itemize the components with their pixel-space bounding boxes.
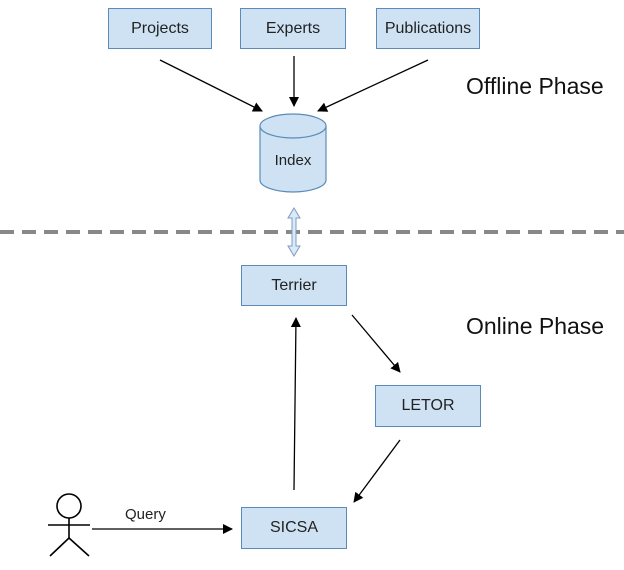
arrow-publications-to-index	[317, 59, 429, 112]
arrow-terrier-to-letor	[351, 314, 401, 373]
online-phase-label: Online Phase	[466, 313, 605, 339]
index-cylinder	[259, 113, 327, 193]
query-label: Query	[125, 506, 166, 523]
sicsa-box: SICSA	[241, 507, 347, 549]
terrier-box: Terrier	[241, 265, 347, 306]
experts-box: Experts	[240, 8, 346, 49]
publications-box: Publications	[376, 8, 480, 49]
index-terrier-connector	[287, 207, 301, 257]
index-label: Index	[275, 152, 312, 169]
offline-phase-label: Offline Phase	[466, 73, 604, 99]
letor-box: LETOR	[375, 385, 481, 427]
arrow-letor-to-sicsa	[353, 439, 401, 503]
arrow-sicsa-to-terrier	[290, 317, 301, 491]
arrow-projects-to-index	[159, 59, 263, 112]
projects-box: Projects	[108, 8, 212, 49]
user-stick-figure	[48, 493, 90, 557]
